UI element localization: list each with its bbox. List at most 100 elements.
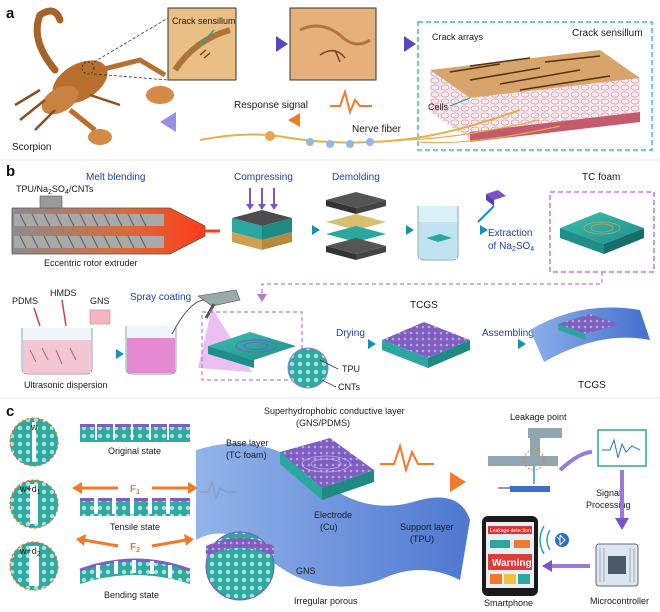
micro-pointers [319, 359, 339, 388]
na2so4-crystal [486, 190, 506, 200]
microcontroller-label: Microcontroller [590, 596, 649, 606]
nerve-fiber-label: Nerve fiber [352, 124, 402, 135]
tensile-state-label: Tensile state [110, 522, 160, 532]
crack-arrays-label: Crack arrays [432, 32, 484, 42]
zoom-arrow-head [276, 36, 288, 52]
spray-box [201, 311, 303, 381]
bending-state-label: Bending state [104, 590, 159, 600]
w-d1-label: w+d1 [19, 484, 41, 496]
signal-arrow-head [288, 113, 300, 127]
tc-foam-label: TC foam [582, 172, 620, 183]
tensile-state-strip [80, 498, 190, 516]
demolding-stack [326, 192, 386, 260]
superhydrophobic-label-2: (GNS/PDMS) [296, 418, 350, 428]
cnts-label-b: CNTs [338, 382, 360, 392]
tcgs-assembled [530, 307, 650, 362]
crack-sensillum-small-label: Crack sensillum [172, 16, 236, 26]
hmds-label: HMDS [50, 288, 77, 298]
bluetooth-icon [539, 525, 569, 555]
w-label: w [30, 422, 38, 432]
pdms-label: PDMS [12, 296, 38, 306]
output-signal [380, 442, 434, 474]
spray-coating-label: Spray coating [130, 292, 191, 303]
compressing-label: Compressing [234, 172, 293, 183]
electrode-label-2: (Cu) [320, 522, 338, 532]
force-f2-right [151, 538, 187, 548]
arrow-b4-head [480, 225, 488, 235]
force-f1-right-head [188, 482, 198, 494]
na2so4-crystal-side [486, 194, 494, 206]
assembling-label: Assembling [482, 328, 534, 339]
foam-connector [261, 272, 603, 296]
superhydrophobic-label-1: Superhydrophobic conductive layer [264, 406, 405, 416]
arrow-b7-head [518, 339, 526, 349]
gns-label-c: GNS [296, 566, 316, 576]
extraction-label-1: Extraction [488, 228, 532, 239]
signal-monitor [597, 429, 647, 467]
support-layer-label-1: Support layer [400, 522, 454, 532]
force-f1-left-head [72, 482, 82, 494]
foam-microstructure [287, 347, 329, 389]
response-signal-waveform [330, 88, 372, 116]
arrow-b5-head [116, 349, 124, 359]
layer-zoom-circle [205, 531, 275, 601]
extraction-label-2: of Na2SO4 [488, 241, 534, 253]
f2-label: F2 [130, 542, 140, 554]
tpu-label-b: TPU [342, 364, 360, 374]
output-arrow-head [450, 472, 466, 492]
compressing-press [232, 188, 292, 250]
leakage-detection-label: Leakage detection [490, 528, 531, 534]
electrode-label-1: Electrode [314, 510, 352, 520]
arrow-b2-head [312, 225, 320, 235]
force-f2-left-head [76, 534, 86, 546]
arrow-b6-head [368, 339, 376, 349]
to-phone-arrow-head [542, 560, 552, 572]
tcgs-top-label: TCGS [410, 300, 438, 311]
leakage-pipe [488, 428, 562, 492]
cells-pointer [449, 97, 471, 107]
extraction-beaker [417, 206, 459, 261]
return-arrow-head [160, 112, 176, 132]
original-state-label: Original state [108, 446, 161, 456]
extruder-label: Eccentric rotor extruder [44, 258, 138, 268]
sprayed-foam [208, 332, 296, 368]
panel-b-letter: b [6, 163, 15, 180]
spray-solution-beaker [125, 299, 206, 375]
w-d2-label: w+d2 [19, 546, 41, 558]
irregular-porous-label: Irregular porous [294, 596, 358, 606]
scorpion-label: Scorpion [12, 142, 51, 153]
crack-circle-original [9, 417, 59, 467]
base-layer-label-2: (TC foam) [226, 450, 267, 460]
bending-state-strip [79, 558, 191, 584]
panel-c-letter: c [6, 403, 14, 420]
extraction-up-arrow [477, 205, 495, 223]
pipe-to-monitor-arrow [558, 450, 593, 472]
cells-label: Cells [428, 102, 449, 112]
tcgs-bottom-label: TCGS [578, 380, 606, 391]
f1-label: F1 [130, 484, 140, 496]
scorpion-illustration [14, 7, 174, 145]
microcontroller-chip [595, 543, 639, 587]
warning-label: Warning [492, 558, 532, 569]
smartphone-label: Smartphone [484, 598, 533, 608]
response-signal-label: Response signal [234, 100, 308, 111]
crack-sensillum-label: Crack sensillum [572, 28, 643, 39]
eccentric-rotor-extruder [11, 195, 220, 255]
crack-circle-bending [9, 541, 59, 591]
support-layer-label-2: (TPU) [410, 534, 434, 544]
force-f2-right-head [184, 534, 194, 546]
panel-a-letter: a [6, 5, 15, 22]
arrow-b3-head [406, 225, 414, 235]
signal-label-1: Signal [596, 488, 621, 498]
melt-blending-label: Melt blending [86, 172, 145, 183]
zoom-arrow-2-head [404, 36, 416, 52]
tcgs-block [382, 322, 470, 368]
demolding-label: Demolding [332, 172, 380, 183]
drying-label: Drying [336, 328, 365, 339]
crack-sensillum-box [417, 21, 653, 151]
smartphone [482, 516, 538, 596]
ultrasonic-beaker [21, 299, 111, 375]
crack-sensillum-zoom [167, 7, 237, 81]
foam-connector-head [257, 294, 267, 302]
